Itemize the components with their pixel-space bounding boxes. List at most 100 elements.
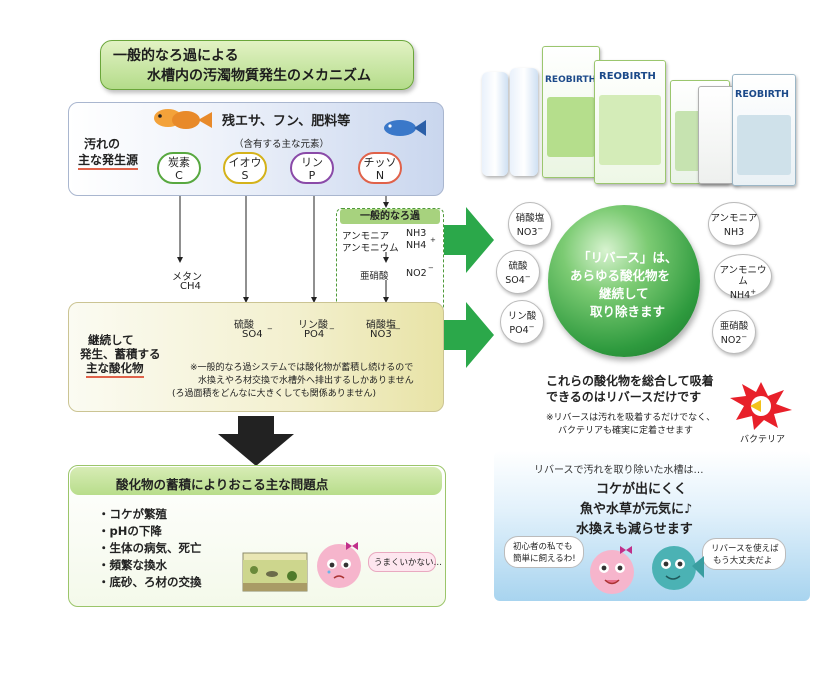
problems-title: 酸化物の蓄積によりおこる主な問題点 [116, 477, 329, 492]
bubble-phosphate-sup: − [528, 323, 535, 331]
nitr-row3-formula: NO2 [406, 268, 427, 279]
problem-item-1: ・pHの下降 [98, 524, 162, 538]
oxides-note-line2: 水換えやろ材交換で水槽外へ排出するしかありません [198, 376, 414, 386]
nitr-row2-formula: NH4 [406, 240, 427, 251]
element-carbon-name: 炭素 [168, 156, 190, 169]
bubble-ammonium-sup: + [750, 288, 757, 296]
rebirth-summary-line2: できるのはリバースだけです [546, 390, 702, 404]
bacteria-icon [730, 382, 792, 430]
bacteria-label: バクテリア [740, 435, 786, 445]
sphere-text-line3: 継続して [599, 286, 649, 301]
bubble-ammonia: アンモニア NH3 [708, 202, 760, 246]
element-phosphorus: リン P [290, 152, 334, 184]
bubble-ammonium: アンモニウム NH4+ [714, 254, 772, 302]
problem-item-0: ・コケが繁殖 [98, 507, 167, 521]
source-label-line2: 主な発生源 [78, 151, 139, 170]
oxides-label-line3: 主な酸化物 [86, 360, 144, 378]
result-line1: コケが出にくく [596, 482, 687, 497]
sulfate-name: 硫酸 [234, 320, 254, 331]
orange-fish-icon [154, 109, 212, 129]
product-brand-2: REOBIRTH [599, 71, 656, 82]
sad-pink-fish-icon [317, 542, 361, 588]
bubble-nitrite-name: 亜硝酸 [719, 321, 749, 332]
bubble-phosphate-name: リン酸 [507, 311, 537, 322]
sphere-text-line4: 取り除きます [590, 304, 666, 319]
sulfate-charge: − [267, 325, 273, 333]
element-sulfur-name: イオウ [228, 156, 262, 169]
bubble-sulfate-formula: SO4 [505, 275, 525, 287]
element-nitrogen: チッソ N [358, 152, 402, 184]
problem-item-2: ・生体の病気、死亡 [98, 541, 202, 555]
bubble-nitrate-formula: NO3 [516, 227, 538, 239]
happy-pink-fish-icon [590, 546, 634, 594]
oxides-panel [68, 302, 444, 412]
element-phosphorus-symbol: P [308, 169, 316, 182]
bubble-nitrite-formula: NO2 [720, 335, 742, 347]
oxides-note-line1: ※一般的なろ過システムでは酸化物が蓄積し続けるので [190, 363, 414, 373]
nitr-row1-name: アンモニア [342, 231, 390, 242]
oxides-label-line2: 発生、蓄積する [80, 347, 161, 361]
sad-speech-text: うまくいかない… [374, 558, 443, 568]
sad-speech-bubble: うまくいかない… [368, 552, 442, 572]
diagram-title-line1: 一般的なろ過による [113, 48, 239, 64]
blue-fish-icon [384, 120, 426, 136]
happy-teal-fish-icon [652, 546, 704, 590]
black-down-arrow [218, 416, 294, 466]
oxides-note-line3: (ろ過面積をどんなに大きくしても関係ありません) [172, 389, 377, 399]
rebirth-summary-line1: これらの酸化物を総合して吸着 [546, 374, 714, 388]
phosphate-name: リン酸 [298, 320, 328, 331]
sphere-text-line2: あらゆる酸化物を [570, 268, 671, 283]
bubble-nitrate-name: 硝酸塩 [515, 213, 545, 224]
rebirth-sphere [548, 205, 700, 357]
element-phosphorus-name: リン [301, 156, 323, 169]
result-intro: リバースで汚れを取り除いた水槽は… [534, 465, 704, 476]
result-speech-left-line1: 初心者の私でも [513, 542, 573, 552]
bubble-sulfate: 硫酸 SO4− [496, 250, 540, 294]
bubble-ammonium-formula: NH4 [729, 290, 751, 302]
product-brand-1: REOBIRTH [545, 75, 597, 85]
oxides-label-line1: 継続して [88, 333, 134, 347]
sphere-text-line1: 「リバース」は、 [578, 250, 678, 265]
result-speech-right-line2: もう大丈夫だよ [713, 556, 773, 566]
element-nitrogen-symbol: N [375, 169, 385, 182]
bubble-sulfate-name: 硫酸 [508, 261, 528, 272]
result-speech-left: 初心者の私でも 簡単に飼えるわ! [504, 536, 584, 568]
bubble-ammonia-name: アンモニア [710, 213, 758, 224]
result-water-panel [494, 451, 810, 601]
methane-name: メタン [172, 272, 202, 283]
nitr-row1-formula: NH3 [406, 228, 427, 239]
rebirth-note-line1: ※リバースは汚れを吸着するだけでなく、 [546, 413, 716, 423]
green-arrow-lower [444, 302, 494, 368]
problem-item-3: ・頻繁な換水 [98, 558, 167, 572]
element-nitrogen-name: チッソ [363, 156, 397, 169]
phosphate-formula: PO4 [304, 329, 325, 340]
bubble-nitrate-sup: − [537, 225, 544, 233]
dirty-tank-icon [242, 552, 308, 592]
phosphate-charge: − [329, 325, 335, 333]
nitr-row2-name: アンモニウム [342, 243, 399, 254]
result-line2: 魚や水草が元気に♪ [580, 502, 693, 517]
bubble-phosphate-formula: PO4 [509, 325, 529, 337]
bubble-nitrite-sup: − [741, 333, 748, 341]
bubble-ammonium-name: アンモニウム [719, 265, 767, 287]
element-sulfur: イオウ S [223, 152, 267, 184]
nitr-row2-sup: + [430, 236, 436, 244]
result-speech-left-line2: 簡単に飼えるわ! [513, 554, 576, 564]
source-subheading: （含有する主な元素） [234, 139, 330, 150]
result-speech-right-line1: リバースを使えば [711, 544, 779, 554]
nitrate-charge: − [395, 325, 401, 333]
product-box-2: REOBIRTH [594, 60, 666, 184]
result-speech-right: リバースを使えば もう大丈夫だよ [702, 538, 786, 570]
product-lineup: REOBIRTH REOBIRTH REOBIRTH [474, 46, 804, 196]
element-sulfur-symbol: S [241, 169, 249, 182]
product-bottle-2 [510, 68, 538, 176]
product-label-2 [599, 95, 661, 165]
diagram-title-box: 一般的なろ過による 水槽内の汚濁物質発生のメカニズム [100, 40, 414, 90]
rebirth-note-line2: バクテリアも確実に定着させます [558, 426, 694, 436]
problem-item-4: ・底砂、ろ材の交換 [98, 575, 202, 589]
source-heading: 残エサ、フン、肥料等 [222, 114, 351, 129]
result-line3: 水換えも減らせます [576, 522, 693, 537]
nitr-row3-sup: − [428, 264, 434, 272]
source-label-line1: 汚れの [84, 137, 121, 151]
